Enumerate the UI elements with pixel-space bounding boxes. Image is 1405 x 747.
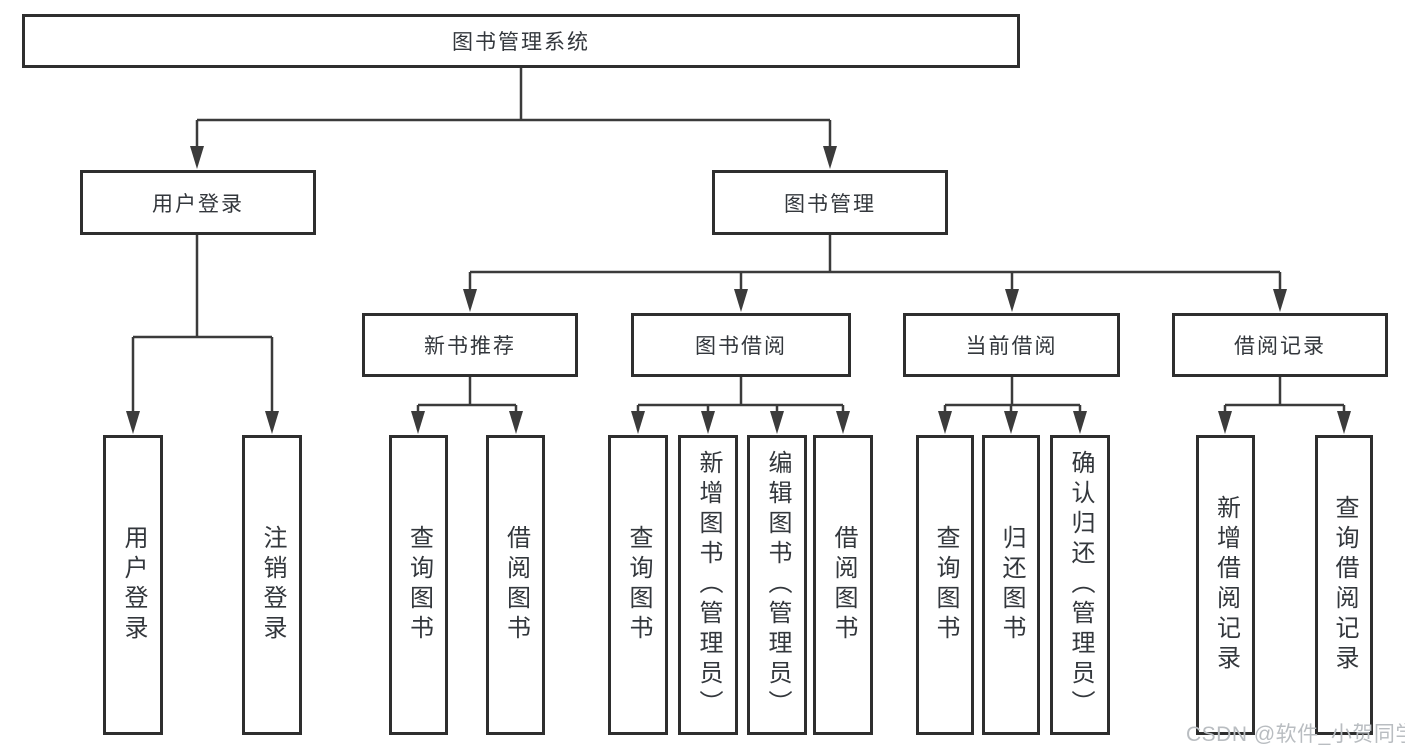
node-new-book-recommend: 新书推荐 xyxy=(362,313,578,377)
leaf-current-query-books: 查询图书 xyxy=(916,435,974,735)
node-library-management-system: 图书管理系统 xyxy=(22,14,1020,68)
leaf-newbook-borrow-books: 借阅图书 xyxy=(486,435,545,735)
leaf-user-login: 用户登录 xyxy=(103,435,163,735)
leaf-borrowing-edit-books-admin: 编辑图书（管理员） xyxy=(747,435,807,735)
leaf-borrowing-add-books-admin: 新增图书（管理员） xyxy=(678,435,738,735)
leaf-newbook-query-books: 查询图书 xyxy=(389,435,448,735)
leaf-borrowing-borrow-books: 借阅图书 xyxy=(813,435,873,735)
leaf-records-query-record: 查询借阅记录 xyxy=(1315,435,1373,735)
node-book-borrowing: 图书借阅 xyxy=(631,313,851,377)
leaf-current-return-books: 归还图书 xyxy=(982,435,1040,735)
leaf-borrowing-query-books: 查询图书 xyxy=(608,435,668,735)
node-book-management: 图书管理 xyxy=(712,170,948,235)
leaf-logout: 注销登录 xyxy=(242,435,302,735)
node-user-login: 用户登录 xyxy=(80,170,316,235)
leaf-current-confirm-return-admin: 确认归还（管理员） xyxy=(1050,435,1110,735)
csdn-watermark: CSDN @软件_小贺同学 xyxy=(1186,723,1405,746)
leaf-records-add-record: 新增借阅记录 xyxy=(1196,435,1255,735)
node-borrowing-records: 借阅记录 xyxy=(1172,313,1388,377)
node-current-borrowing: 当前借阅 xyxy=(903,313,1120,377)
